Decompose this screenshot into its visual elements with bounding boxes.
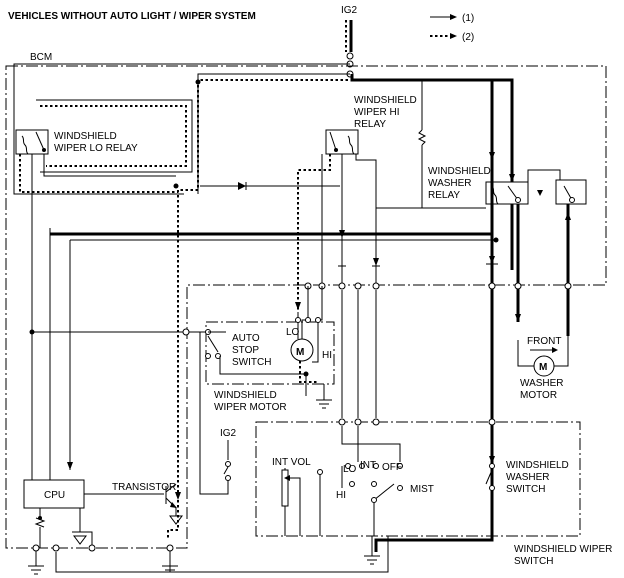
transistor-label: TRANSISTOR [112, 482, 176, 493]
lo-relay-label-1: WINDSHIELD [54, 131, 117, 142]
bcm-label: BCM [30, 52, 52, 63]
cpu-ground-network [28, 508, 178, 575]
washer-switch [485, 456, 495, 491]
washer-switch-label-3: SWITCH [506, 484, 545, 495]
auto-stop-switch [205, 329, 306, 375]
legend: (1) (2) [430, 13, 474, 43]
wiper-motor-boundary [205, 321, 335, 385]
switch-hi-label: HI [336, 490, 346, 501]
hi-relay-label-3: RELAY [354, 119, 386, 130]
wiper-motor-m: M [296, 347, 304, 358]
washer-motor-label-2: MOTOR [520, 390, 557, 401]
hi-relay-label-1: WINDSHIELD [354, 95, 417, 106]
washer-relay-switch [555, 179, 587, 205]
ig2-top-label: IG2 [341, 5, 358, 16]
legend-dashed-label: (2) [462, 32, 474, 43]
wiper-motor-label-2: WIPER MOTOR [214, 402, 287, 413]
auto-stop-label-3: SWITCH [232, 357, 271, 368]
connector-row-bcm [304, 282, 572, 290]
washer-relay [485, 181, 529, 205]
cpu: CPU [23, 479, 85, 509]
auto-stop-label-2: STOP [232, 345, 259, 356]
wiper-switch-boundary [255, 421, 581, 537]
int-vol-potentiometer [281, 468, 323, 536]
hi-relay-label-2: WIPER HI [354, 107, 400, 118]
ig2-mid-label: IG2 [220, 428, 237, 439]
lo-relay-label-2: WIPER LO RELAY [54, 143, 138, 154]
ig2-feed [345, 20, 354, 78]
wiper-hi-relay [325, 129, 359, 155]
wiper-motor-label-1: WINDSHIELD [214, 390, 277, 401]
switch-int-label: INT [360, 460, 376, 471]
motor-lo-label: LO [286, 327, 300, 338]
wiper-motor: M [290, 286, 332, 409]
switch-off-label: OFF [382, 462, 402, 473]
wiper-mode-switch [341, 426, 403, 536]
bcm-boundary [5, 65, 607, 549]
washer-relay-label-3: RELAY [428, 190, 460, 201]
washer-motor-label-1: WASHER [520, 378, 564, 389]
washer-switch-label-1: WINDSHIELD [506, 460, 569, 471]
connector-row-switch [338, 418, 496, 426]
washer-relay-label-1: WINDSHIELD [428, 166, 491, 177]
ig2-mid-feed [199, 332, 231, 495]
cpu-label: CPU [44, 490, 65, 501]
auto-stop-label-1: AUTO [232, 333, 260, 344]
washer-motor: M [533, 355, 555, 377]
washer-motor-m: M [539, 362, 547, 373]
wiper-switch-label-1: WINDSHIELD WIPER [514, 544, 612, 555]
legend-solid-label: (1) [462, 13, 474, 24]
washer-switch-label-2: WASHER [506, 472, 550, 483]
washer-relay-label-2: WASHER [428, 178, 472, 189]
wiper-switch-label-2: SWITCH [514, 556, 553, 567]
front-label: FRONT [527, 336, 561, 347]
wiper-lo-relay [15, 129, 49, 155]
motor-hi-label: HI [322, 350, 332, 361]
switch-mist-label: MIST [410, 484, 434, 495]
switch-lo-label: LO [343, 464, 357, 475]
diagram-title: VEHICLES WITHOUT AUTO LIGHT / WIPER SYST… [8, 11, 256, 22]
int-vol-label: INT VOL [272, 457, 311, 468]
